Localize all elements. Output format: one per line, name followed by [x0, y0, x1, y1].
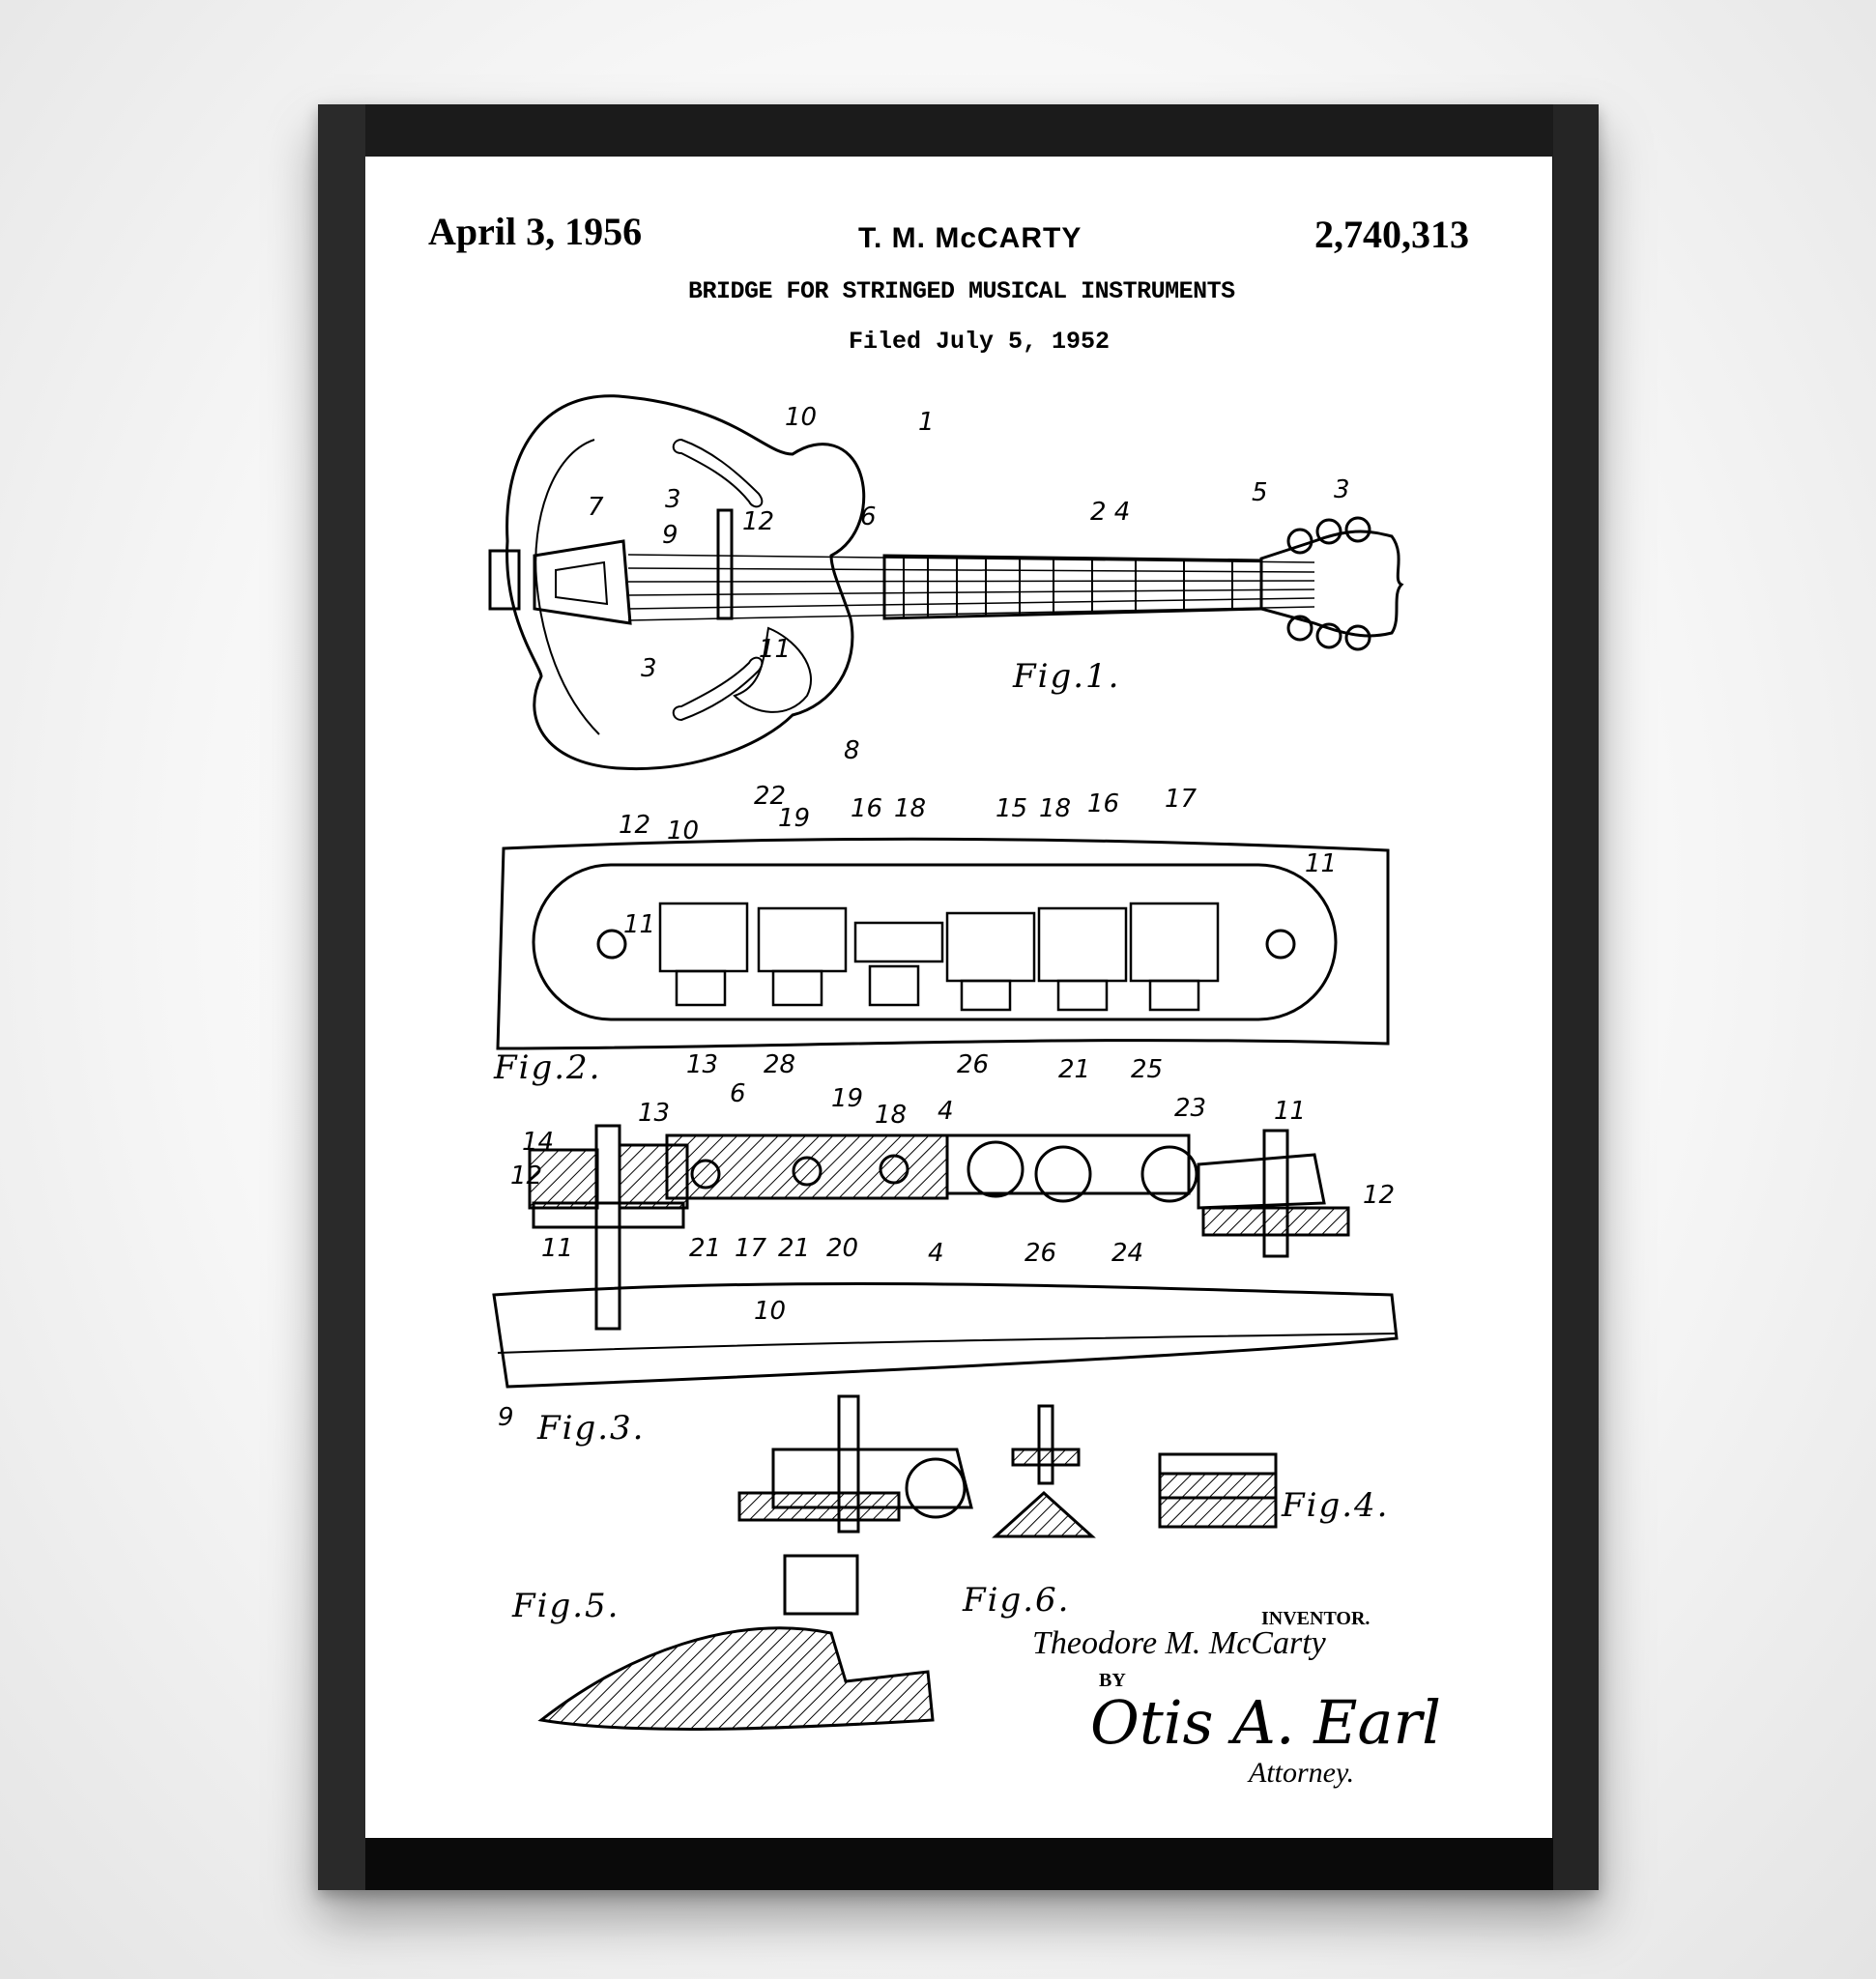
svg-text:18: 18 — [1039, 794, 1071, 823]
svg-text:14: 14 — [522, 1128, 554, 1157]
svg-text:15: 15 — [996, 794, 1027, 823]
svg-text:16: 16 — [1087, 789, 1119, 818]
svg-text:3: 3 — [665, 485, 681, 514]
svg-text:6: 6 — [730, 1079, 746, 1108]
svg-text:3: 3 — [1334, 475, 1350, 504]
svg-text:19: 19 — [778, 804, 810, 833]
svg-text:9: 9 — [662, 521, 678, 550]
svg-text:11: 11 — [623, 910, 655, 939]
svg-text:26: 26 — [957, 1050, 989, 1079]
svg-text:19: 19 — [831, 1084, 863, 1113]
svg-text:17: 17 — [735, 1234, 767, 1263]
fig3-label: Fig.3. — [537, 1409, 645, 1448]
svg-text:11: 11 — [759, 635, 791, 664]
fig4-label: Fig.4. — [1282, 1486, 1389, 1525]
svg-text:17: 17 — [1165, 785, 1198, 814]
svg-text:9: 9 — [498, 1403, 514, 1432]
svg-text:26: 26 — [1025, 1239, 1056, 1268]
svg-text:18: 18 — [894, 794, 926, 823]
svg-text:13: 13 — [638, 1099, 670, 1128]
svg-text:28: 28 — [764, 1050, 795, 1079]
svg-text:24: 24 — [1111, 1239, 1143, 1268]
fig6-label: Fig.6. — [963, 1581, 1070, 1620]
attorney-label: Attorney. — [1249, 1757, 1354, 1790]
svg-text:20: 20 — [826, 1234, 858, 1263]
svg-text:11: 11 — [1274, 1097, 1306, 1126]
svg-text:3: 3 — [641, 654, 657, 683]
svg-text:21: 21 — [689, 1234, 721, 1263]
svg-text:23: 23 — [1174, 1094, 1206, 1123]
svg-text:11: 11 — [1305, 849, 1337, 878]
fig5-label: Fig.5. — [512, 1587, 620, 1625]
svg-text:18: 18 — [875, 1101, 907, 1130]
svg-text:21: 21 — [778, 1234, 810, 1263]
fig1-guitar-drawing: 10 1 3 9 12 7 6 2 4 5 3 11 3 8 — [490, 396, 1401, 769]
svg-text:2 4: 2 4 — [1090, 498, 1130, 527]
fig1-label: Fig.1. — [1013, 657, 1120, 696]
fig2-bridge-drawing: 1210 2219 1618 1518 1617 1111 1328 2621 … — [498, 782, 1388, 1084]
fig4-5-6-details-drawing — [541, 1396, 1276, 1729]
svg-text:8: 8 — [844, 736, 860, 765]
svg-text:7: 7 — [588, 493, 604, 522]
svg-text:12: 12 — [510, 1162, 542, 1190]
svg-text:21: 21 — [1058, 1055, 1090, 1084]
svg-text:12: 12 — [742, 507, 774, 536]
svg-text:25: 25 — [1131, 1055, 1163, 1084]
svg-text:6: 6 — [860, 502, 877, 531]
svg-text:13: 13 — [686, 1050, 718, 1079]
svg-text:10: 10 — [667, 817, 699, 846]
svg-text:11: 11 — [541, 1234, 573, 1263]
svg-text:12: 12 — [619, 811, 650, 840]
svg-text:10: 10 — [754, 1297, 786, 1326]
svg-text:5: 5 — [1252, 478, 1268, 507]
svg-text:10: 10 — [785, 403, 817, 432]
attorney-signature: Otis A. Earl — [1090, 1687, 1441, 1758]
svg-text:1: 1 — [918, 408, 935, 437]
fig3-bridge-section-drawing: 6 19 18 4 23 11 14 13 12 11 21 17 21 20 4 26 24 1… — [494, 1079, 1397, 1432]
svg-text:4: 4 — [938, 1097, 954, 1126]
inventor-signature: Theodore M. McCarty — [1032, 1625, 1326, 1662]
svg-text:4: 4 — [928, 1239, 944, 1268]
fig2-label: Fig.2. — [494, 1048, 601, 1087]
svg-text:16: 16 — [851, 794, 882, 823]
svg-text:12: 12 — [1363, 1181, 1395, 1210]
